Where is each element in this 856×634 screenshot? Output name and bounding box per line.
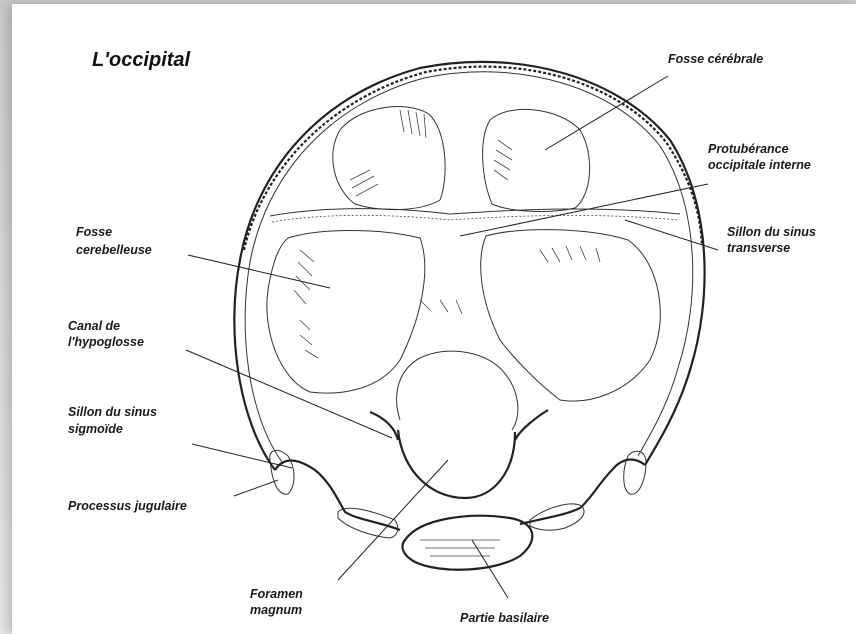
diagram-title: L'occipital (92, 49, 191, 71)
fosse-cerebrale-left (333, 107, 445, 210)
bone-base (270, 450, 646, 569)
fosse-cerebelleuse-right (481, 230, 661, 401)
label-canal-hypoglosse-line2: l'hypoglosse (68, 335, 144, 349)
processus-jugulaire-left (270, 450, 294, 494)
foramen-magnum (370, 351, 548, 498)
label-sillon-sigmoide-line2: sigmoïde (68, 422, 123, 436)
leader-lines (186, 76, 718, 598)
fosse-cerebelleuse-left (267, 231, 425, 394)
partie-basilaire-shape (402, 516, 532, 570)
label-processus-jugulaire: Processus jugulaire (68, 499, 187, 513)
bone-outline (234, 62, 704, 470)
label-protuberance-line1: Protubérance (708, 142, 789, 156)
label-partie-basilaire: Partie basilaire (460, 611, 549, 625)
label-fosse-cerebelleuse-line2: cerebelleuse (76, 243, 152, 257)
label-foramen-magnum-line2: magnum (250, 603, 302, 617)
hatching (294, 110, 600, 556)
fosse-cerebrale-right (483, 109, 590, 211)
label-protuberance-line2: occipitale interne (708, 158, 811, 172)
fosses (267, 107, 680, 401)
label-sillon-transverse-line1: Sillon du sinus (727, 225, 816, 239)
label-fosse-cerebelleuse-line1: Fosse (76, 225, 112, 239)
label-sillon-transverse-line2: transverse (727, 241, 790, 255)
label-foramen-magnum-line1: Foramen (250, 587, 303, 601)
label-sillon-sigmoide-line1: Sillon du sinus (68, 405, 157, 419)
label-canal-hypoglosse-line1: Canal de (68, 319, 120, 333)
label-fosse-cerebrale: Fosse cérébrale (668, 52, 763, 66)
processus-jugulaire-right (624, 451, 646, 494)
